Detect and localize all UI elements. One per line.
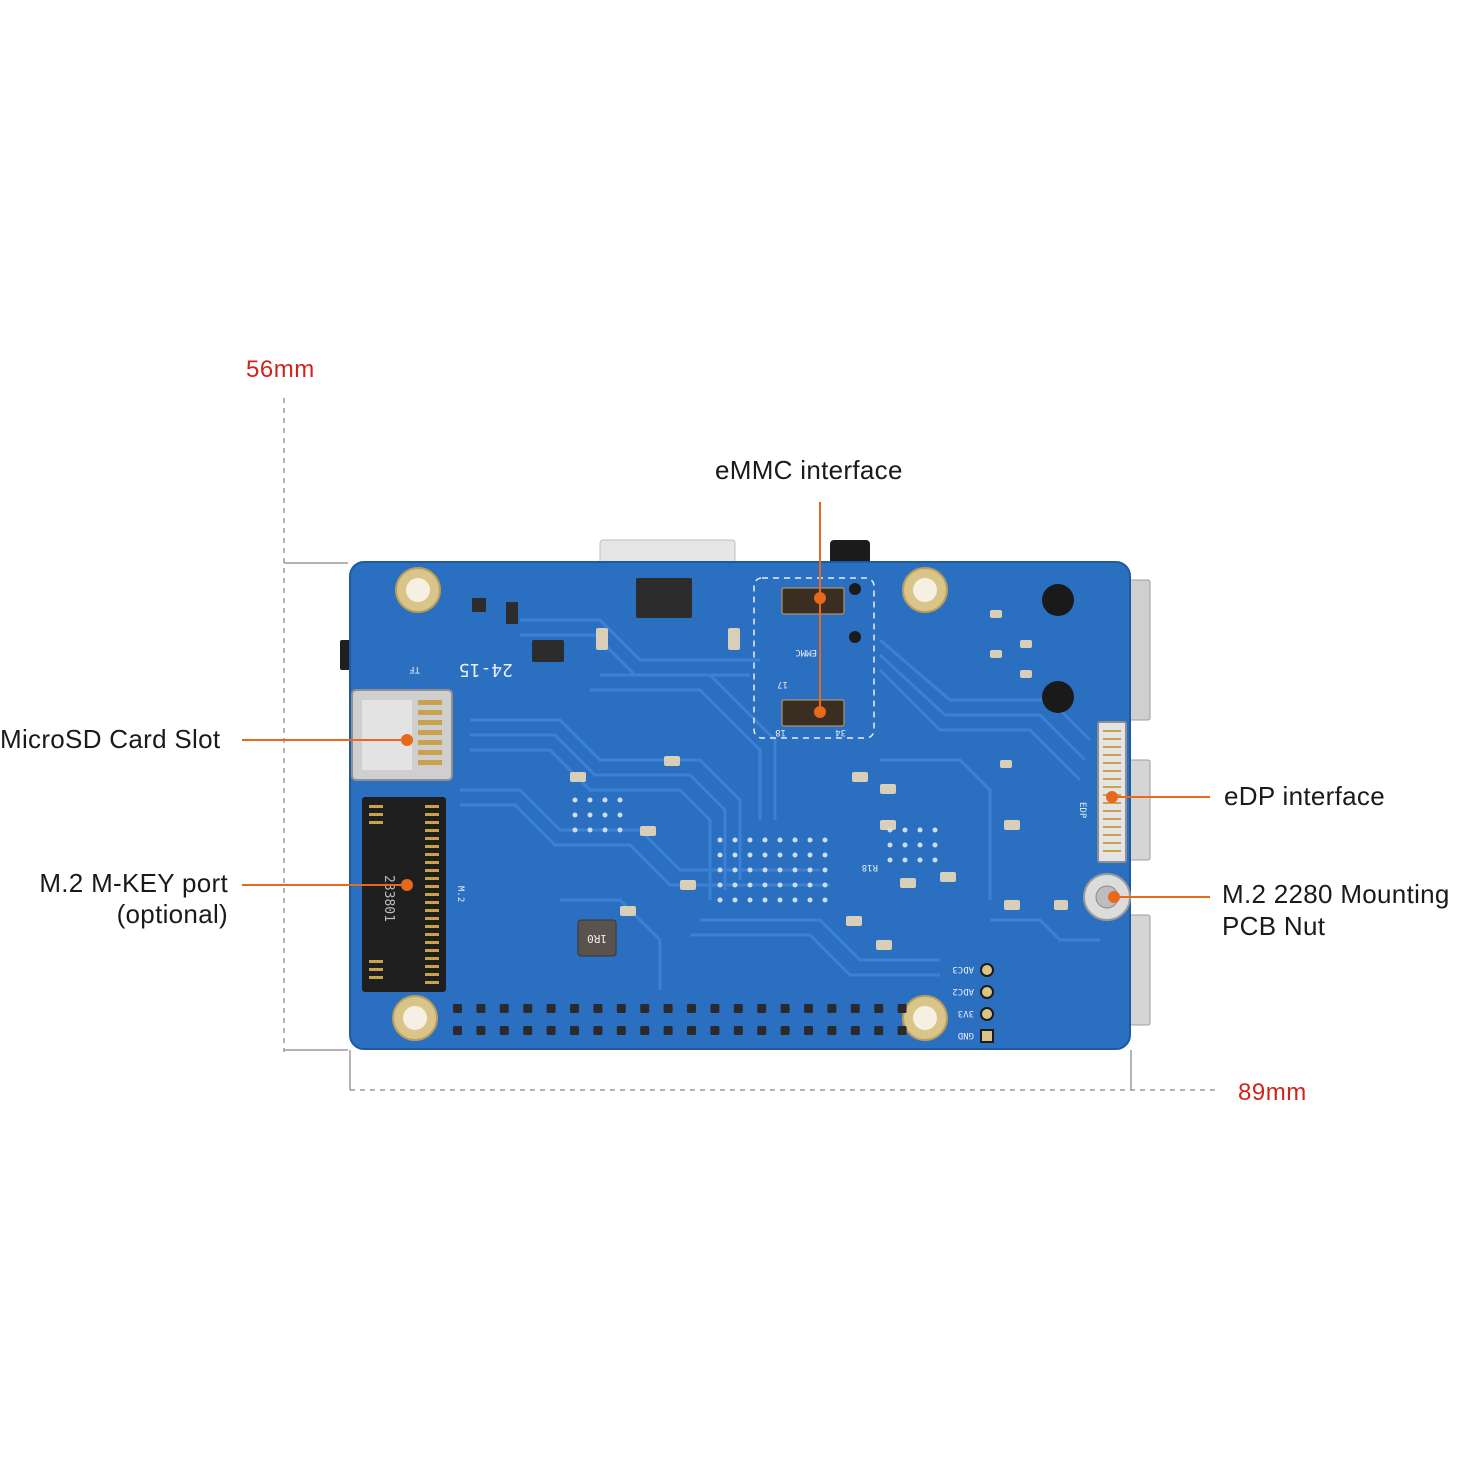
silk-inductor: 1R0 <box>587 932 607 945</box>
gpio-pin <box>874 1004 884 1013</box>
gpio-pin <box>780 1004 790 1013</box>
callout-m2-nut-label-line1: M.2 2280 Mounting <box>1222 879 1450 909</box>
gpio-pin <box>897 1004 907 1013</box>
gpio-pin <box>570 1004 579 1013</box>
m2-slot-pins <box>369 805 439 984</box>
callout-emmc-label: eMMC interface <box>715 455 903 485</box>
gpio-pin <box>757 1004 767 1013</box>
silk-pin-17: 17 <box>777 679 788 689</box>
gpio-pin <box>733 1004 743 1013</box>
gpio-pin <box>663 1026 673 1035</box>
gpio-pin <box>570 1026 579 1035</box>
gpio-pin <box>476 1004 486 1013</box>
silk-edp: EDP <box>1077 802 1087 819</box>
silk-pin-34: 34 <box>835 727 846 737</box>
silk-m2: M.2 <box>455 886 465 902</box>
gpio-pin <box>546 1026 556 1035</box>
silkscreen: EMMC EDP M.2 TF R18 24-15 1R0 233801 17 … <box>381 647 1087 1040</box>
gpio-pin <box>827 1004 837 1013</box>
gpio-pin <box>616 1026 626 1035</box>
gpio-pin <box>499 1004 509 1013</box>
silk-m2-slot-code: 233801 <box>381 875 396 922</box>
gpio-pin <box>499 1026 509 1035</box>
gpio-pin <box>874 1026 884 1035</box>
audio-jack <box>830 540 870 566</box>
callout-dot-edp <box>1106 791 1118 803</box>
gpio-pin <box>804 1026 813 1035</box>
mounting-holes <box>392 567 948 1041</box>
gpio-pin <box>616 1004 626 1013</box>
gpio-pin <box>804 1004 813 1013</box>
gpio-pin <box>453 1004 462 1013</box>
standoff-top-right <box>1042 584 1074 616</box>
inductor <box>577 919 617 957</box>
gpio-pin <box>640 1026 650 1035</box>
standoff-mid-right <box>1042 681 1074 713</box>
emmc-via-2 <box>849 631 861 643</box>
gpio-pin <box>710 1004 720 1013</box>
silk-3v3: 3V3 <box>958 1008 974 1018</box>
ethernet-port <box>1127 579 1151 721</box>
callout-edp-label: eDP interface <box>1224 781 1385 811</box>
gpio-pin <box>850 1026 860 1035</box>
gpio-pin <box>780 1026 790 1035</box>
silk-emmc: EMMC <box>795 647 817 657</box>
emmc-outline <box>753 577 875 739</box>
gpio-pin <box>757 1026 767 1035</box>
gpio-pin <box>476 1026 486 1035</box>
callout-microsd-label: MicroSD Card Slot <box>0 724 221 754</box>
callout-dot-m2-port <box>401 879 413 891</box>
silk-gnd: GND <box>958 1030 974 1040</box>
dimension-lines <box>283 398 1215 1091</box>
callout-m2-port-label-line2: (optional) <box>116 899 228 929</box>
callout-dot-m2-nut <box>1108 891 1120 903</box>
usb-port-right-a <box>1127 759 1151 861</box>
gpio-pin <box>827 1026 837 1035</box>
gpio-pin <box>687 1026 696 1035</box>
microsd-pins <box>418 700 442 765</box>
silk-adc3: ADC3 <box>952 964 974 974</box>
emmc-via-1 <box>849 583 861 595</box>
height-dimension-label: 56mm <box>246 356 315 383</box>
gpio-pin <box>453 1026 462 1035</box>
callout-dot-microsd <box>401 734 413 746</box>
test-pads <box>980 963 994 1043</box>
gpio-pin <box>523 1026 533 1035</box>
callout-m2-port-label-line1: M.2 M-KEY port <box>39 868 228 898</box>
silk-pin-18: 18 <box>775 727 786 737</box>
callout-m2-nut-label-line2: PCB Nut <box>1222 911 1326 941</box>
gpio-pin <box>710 1026 720 1035</box>
gpio-pin <box>663 1004 673 1013</box>
silk-adc2: ADC2 <box>952 986 974 996</box>
emmc-connector-top <box>781 587 845 615</box>
callout-dot-emmc-bottom <box>814 706 826 718</box>
gpio-pin <box>523 1004 533 1013</box>
gpio-pin <box>546 1004 556 1013</box>
callout-lines <box>242 502 1210 903</box>
microsd-slot-inner <box>362 700 412 770</box>
callout-dot-emmc-top <box>814 592 826 604</box>
gpio-pin <box>593 1026 603 1035</box>
via-field <box>572 797 938 903</box>
pcb-traces <box>460 618 1100 990</box>
gpio-pin <box>640 1004 650 1013</box>
silk-r18: R18 <box>862 862 878 872</box>
silk-tf: TF <box>409 664 420 674</box>
gpio-header <box>453 1004 907 1035</box>
gpio-pin <box>897 1026 907 1035</box>
gpio-pin <box>850 1004 860 1013</box>
width-dimension-label: 89mm <box>1238 1079 1307 1106</box>
passives <box>570 610 1068 950</box>
gpio-pin <box>687 1004 696 1013</box>
usb-port-right-b <box>1127 914 1151 1026</box>
gpio-pin <box>733 1026 743 1035</box>
silk-date-code: 24-15 <box>459 659 513 680</box>
gpio-pin <box>593 1004 603 1013</box>
emmc-connector-bottom <box>781 699 845 727</box>
top-chips <box>472 578 692 662</box>
